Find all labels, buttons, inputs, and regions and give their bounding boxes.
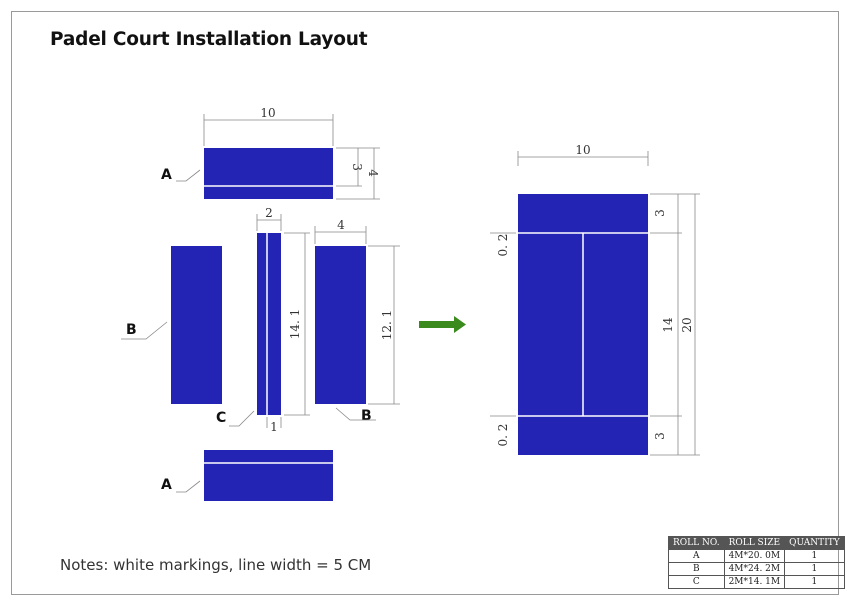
dim-court-width: 10 [575, 143, 590, 157]
dim-court-line-bottom: 0. 2 [496, 424, 510, 447]
label-roll-a-top: A [161, 167, 172, 183]
roll-a-top-turf [204, 148, 333, 199]
roll-a-top [204, 148, 333, 199]
roll-table: ROLL NO. ROLL SIZE QUANTITY A 4M*20. 0M … [668, 536, 845, 589]
roll-a-bottom [204, 450, 333, 501]
assembled-court [518, 194, 648, 455]
table-cell: 1 [784, 575, 845, 589]
roll-table-header-row: ROLL NO. ROLL SIZE QUANTITY [668, 536, 845, 550]
dim-c-line: 1 [270, 420, 278, 434]
roll-table-header: ROLL NO. [668, 536, 725, 550]
dim-a-width: 10 [260, 106, 275, 120]
table-cell: 1 [784, 549, 845, 563]
label-roll-a-bottom: A [161, 477, 172, 493]
roll-c-dimensions [256, 214, 310, 428]
roll-a-top-dimensions [203, 114, 380, 200]
roll-table-header: ROLL SIZE [723, 536, 786, 550]
leader-roll-a-top [176, 169, 201, 182]
dim-c-length: 14. 1 [288, 309, 302, 340]
roll-b-right-dimensions [314, 226, 400, 405]
dim-b-length: 12. 1 [380, 310, 394, 341]
table-cell: B [668, 562, 725, 576]
notes-text: Notes: white markings, line width = 5 CM [60, 556, 372, 574]
roll-c-turf [257, 233, 281, 415]
dim-court-end-bottom: 3 [653, 432, 667, 440]
roll-c-center [257, 233, 281, 415]
table-cell: 2M*14. 1M [723, 575, 786, 589]
page-title: Padel Court Installation Layout [50, 29, 368, 50]
dim-b-width: 4 [337, 218, 345, 232]
dim-c-width: 2 [265, 206, 273, 220]
table-cell: 4M*20. 0M [723, 549, 786, 563]
leader-roll-c [229, 410, 255, 427]
table-cell: 4M*24. 2M [723, 562, 786, 576]
dim-a-line: 3 [350, 163, 364, 171]
label-roll-c: C [216, 410, 226, 426]
label-roll-b-left: B [126, 322, 137, 338]
table-cell: C [668, 575, 725, 589]
leader-roll-b-left [121, 321, 168, 340]
leader-roll-b-right [335, 407, 376, 421]
right-arrow-icon [419, 316, 466, 333]
table-cell: 1 [784, 562, 845, 576]
table-row: B 4M*24. 2M 1 [668, 562, 845, 576]
page-frame [11, 11, 839, 595]
court-dimensions [490, 151, 700, 456]
dim-court-end-top: 3 [653, 209, 667, 217]
table-cell: A [668, 549, 725, 563]
roll-b-left [171, 246, 222, 404]
label-roll-b-right: B [361, 408, 372, 424]
leader-roll-a-bottom [176, 480, 201, 493]
dim-a-height: 4 [366, 169, 380, 177]
dim-court-line-top: 0. 2 [496, 234, 510, 257]
roll-a-bottom-turf [204, 450, 333, 501]
roll-b-right [315, 246, 366, 404]
table-row: C 2M*14. 1M 1 [668, 575, 845, 589]
dim-court-middle: 14 [661, 317, 675, 333]
dim-court-total: 20 [680, 317, 694, 332]
roll-table-header: QUANTITY [784, 536, 845, 550]
table-row: A 4M*20. 0M 1 [668, 549, 845, 563]
